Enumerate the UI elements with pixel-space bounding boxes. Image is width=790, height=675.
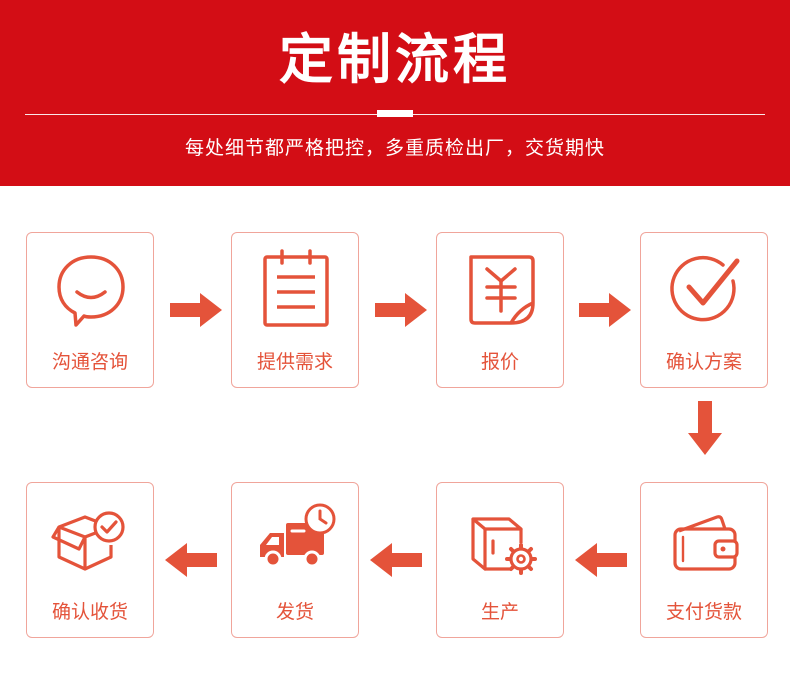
arrow-right-icon <box>170 293 222 327</box>
arrow-down-icon <box>688 401 722 455</box>
page-title: 定制流程 <box>279 28 511 91</box>
wallet-icon <box>673 515 739 571</box>
arrow-left-icon <box>370 543 422 577</box>
step-label: 提供需求 <box>256 351 333 373</box>
step-card-quote: 报价 <box>436 232 564 388</box>
step-label: 生产 <box>480 601 519 623</box>
arrow-left-icon <box>165 543 217 577</box>
title-divider-accent <box>377 110 413 117</box>
price-tag-icon <box>469 255 535 325</box>
step-card-production: 生产 <box>436 482 564 638</box>
step-card-confirm-plan: 确认方案 <box>640 232 768 388</box>
chat-bubble-icon <box>57 255 125 327</box>
check-circle-icon <box>670 255 740 322</box>
delivery-truck-icon <box>260 503 336 568</box>
box-check-icon <box>51 511 125 571</box>
header-banner: 定制流程 每处细节都严格把控，多重质检出厂，交货期快 <box>0 0 790 186</box>
step-card-shipping: 发货 <box>231 482 359 638</box>
step-label: 支付货款 <box>665 601 742 623</box>
arrow-right-icon <box>579 293 631 327</box>
clipboard-icon <box>263 249 329 327</box>
step-label: 沟通咨询 <box>51 351 128 373</box>
step-label: 发货 <box>275 601 314 623</box>
step-label: 确认方案 <box>665 351 742 373</box>
step-label: 确认收货 <box>51 601 128 623</box>
box-gear-icon <box>471 517 537 575</box>
step-card-consult: 沟通咨询 <box>26 232 154 388</box>
step-card-requirements: 提供需求 <box>231 232 359 388</box>
page-subtitle: 每处细节都严格把控，多重质检出厂，交货期快 <box>184 137 605 159</box>
step-card-payment: 支付货款 <box>640 482 768 638</box>
arrow-left-icon <box>575 543 627 577</box>
arrow-right-icon <box>375 293 427 327</box>
step-card-confirm-receipt: 确认收货 <box>26 482 154 638</box>
step-label: 报价 <box>480 351 519 373</box>
